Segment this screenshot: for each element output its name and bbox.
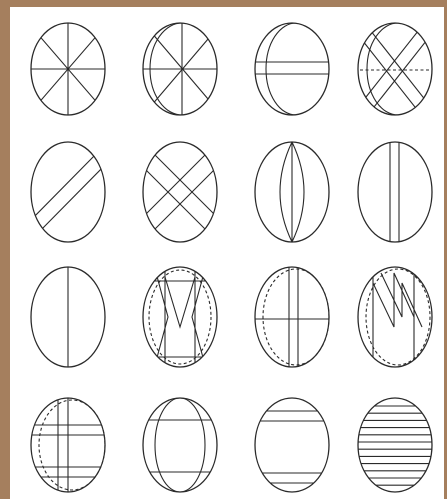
oval-pattern-6	[138, 142, 222, 242]
oval-pattern-1	[25, 17, 111, 121]
oval-pattern-7	[255, 142, 329, 242]
oval-pattern-15	[250, 398, 335, 492]
oval-pattern-13	[25, 392, 111, 497]
oval-pattern-figure	[10, 7, 444, 499]
figure-panel	[10, 7, 444, 499]
oval-pattern-10	[143, 262, 217, 372]
oval-pattern-14	[140, 398, 220, 492]
oval-pattern-5	[28, 142, 108, 242]
oval-pattern-11	[250, 262, 335, 372]
oval-pattern-8	[358, 137, 432, 247]
oval-pattern-9	[31, 262, 105, 372]
oval-pattern-12	[358, 262, 432, 372]
oval-pattern-4	[355, 21, 434, 121]
oval-pattern-3	[255, 23, 330, 115]
oval-pattern-16	[355, 398, 435, 492]
oval-pattern-2	[137, 17, 223, 121]
